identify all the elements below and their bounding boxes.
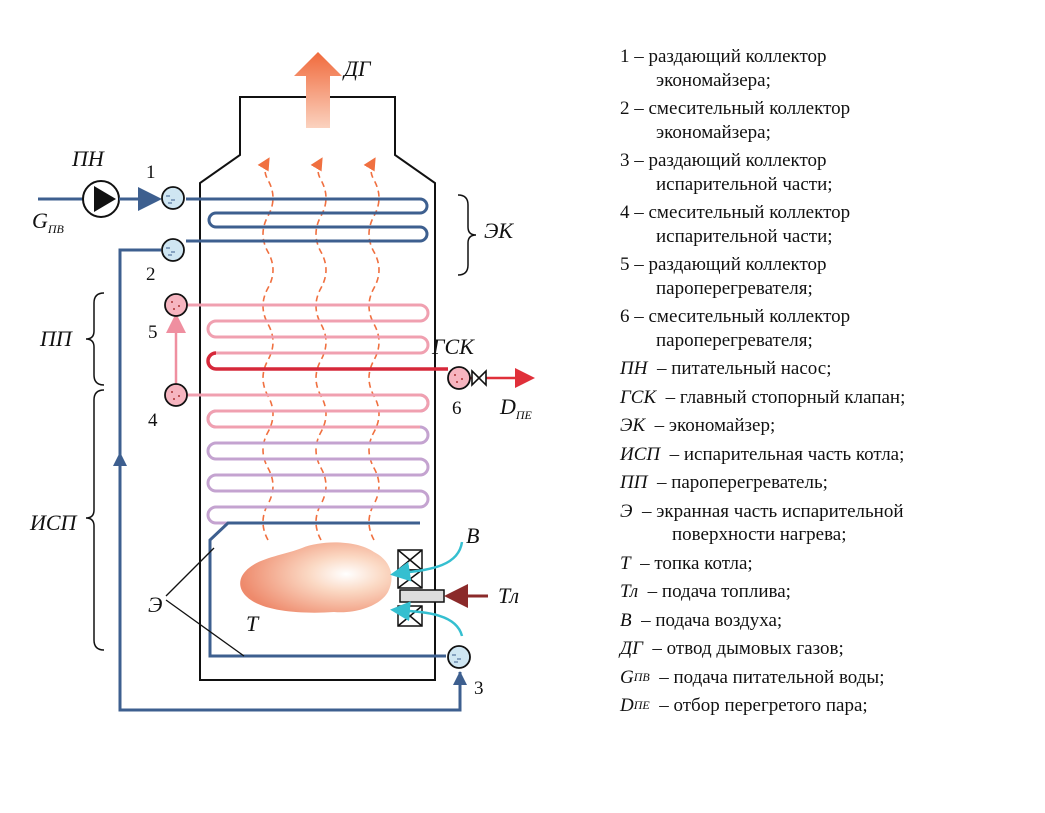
collector-3 [447, 645, 471, 669]
legend-item: 5 – раздающий коллектор пароперегревател… [620, 254, 827, 299]
legend-symbol: В – подача воздуха; [620, 609, 783, 631]
legend-symbol: ПН – питательный насос; [620, 358, 832, 379]
legend-symbol: Т – топка котла; [620, 552, 753, 574]
collector-6 [447, 366, 471, 390]
label-economizer: ЭК [484, 218, 514, 243]
legend-item: 2 – смесительный коллектор экономайзера; [620, 98, 851, 143]
screen-wall [208, 521, 446, 658]
legend-symbol: Э – экранная часть испарительной поверхн… [620, 500, 904, 546]
legend-item: 1 – раздающий коллектор экономайзера; [620, 46, 827, 91]
label-flue-gas: ДГ [342, 56, 372, 81]
evaporator-coil [186, 393, 430, 525]
number-3: 3 [474, 678, 484, 699]
label-evaporator: ИСП [29, 510, 78, 535]
number-6: 6 [452, 398, 462, 419]
air-arrow [390, 541, 464, 582]
legend-symbol: ДГ – отвод дымовых газов; [620, 638, 844, 659]
label-fuel: Тл [498, 583, 519, 608]
label-valve: ГСК [431, 334, 475, 359]
legend: 1 – раздающий коллектор экономайзера; 2 … [620, 45, 1040, 723]
collector-5 [164, 293, 188, 317]
number-1: 1 [146, 162, 156, 183]
legend-symbol: ПП – пароперегреватель; [620, 472, 828, 493]
evaporator-brace [85, 389, 105, 651]
boiler-diagram: ДГ ПН GПВ ЭК ПП ИСП ГСК DПЕ В Тл Т Э 1 2… [29, 52, 535, 712]
label-feed-water: GПВ [32, 208, 65, 236]
label-superheater: ПП [39, 326, 73, 351]
flue-gas-arrow [294, 52, 342, 128]
legend-item: 3 – раздающий коллектор испарительной ча… [620, 150, 833, 195]
legend-symbol: Тл – подача топлива; [620, 581, 791, 602]
legend-symbol: ГСК – главный стопорный клапан; [620, 386, 906, 408]
collector-4 [164, 383, 188, 407]
number-5: 5 [148, 322, 158, 343]
label-screen: Э [148, 592, 162, 617]
legend-symbol: ЭК – экономайзер; [620, 415, 776, 436]
label-pump: ПН [71, 146, 105, 171]
label-air: В [466, 523, 479, 548]
legend-item: 4 – смесительный коллектор испарительной… [620, 202, 851, 247]
number-4: 4 [148, 410, 158, 431]
main-stop-valve-icon [471, 369, 487, 387]
flame [240, 542, 392, 613]
boiler-casing [199, 96, 436, 681]
economizer-coil [186, 197, 429, 243]
label-steam-out: DПЕ [499, 394, 533, 422]
flue-gas-waves [257, 157, 380, 541]
downcomer-pipe [118, 248, 462, 712]
superheater-brace [85, 292, 105, 386]
superheater-coil [186, 303, 448, 371]
legend-item: 6 – смесительный коллектор пароперегрева… [620, 306, 851, 351]
number-2: 2 [146, 264, 156, 285]
economizer-brace [457, 194, 477, 276]
collector-1 [161, 186, 185, 210]
collector-2 [161, 238, 185, 262]
legend-symbol: ИСП – испарительная часть котла; [620, 443, 905, 465]
label-furnace: Т [246, 611, 260, 636]
